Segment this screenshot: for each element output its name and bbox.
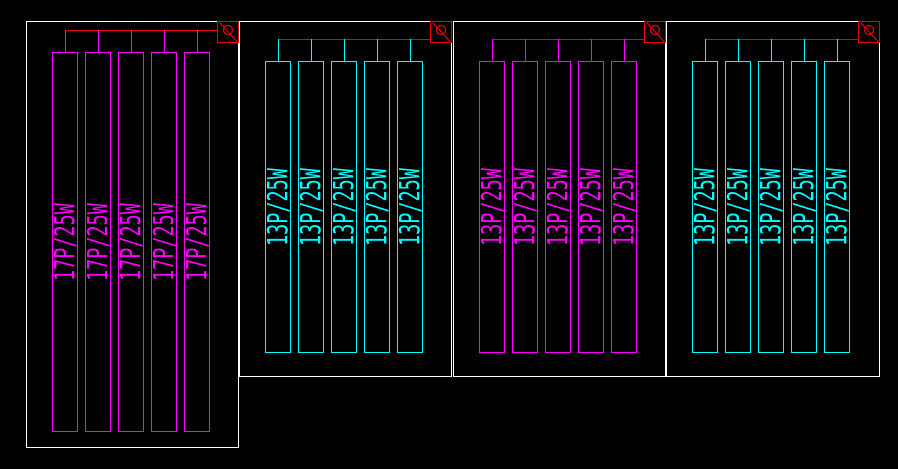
string-drop-wire[interactable] bbox=[624, 39, 625, 61]
pv-string-rect[interactable] bbox=[298, 61, 324, 353]
string-drop-wire[interactable] bbox=[278, 39, 279, 61]
pv-string-rect[interactable] bbox=[758, 61, 784, 353]
string-drop-wire[interactable] bbox=[771, 39, 772, 61]
string-drop-wire[interactable] bbox=[197, 30, 198, 52]
circle-slash-icon bbox=[860, 22, 879, 42]
string-drop-wire[interactable] bbox=[804, 39, 805, 61]
pv-string-rect[interactable] bbox=[692, 61, 718, 353]
bus-wire[interactable] bbox=[65, 30, 217, 31]
string-drop-wire[interactable] bbox=[65, 30, 66, 52]
string-drop-wire[interactable] bbox=[558, 39, 559, 61]
pv-string-rect[interactable] bbox=[512, 61, 538, 353]
pv-string-rect[interactable] bbox=[397, 61, 423, 353]
string-drop-wire[interactable] bbox=[591, 39, 592, 61]
array-boundary-box[interactable] bbox=[239, 21, 452, 377]
string-drop-wire[interactable] bbox=[738, 39, 739, 61]
meter-symbol[interactable] bbox=[644, 21, 666, 43]
meter-symbol[interactable] bbox=[858, 21, 880, 43]
meter-symbol[interactable] bbox=[217, 21, 239, 43]
string-drop-wire[interactable] bbox=[164, 30, 165, 52]
array-boundary-box[interactable] bbox=[26, 21, 239, 448]
string-drop-wire[interactable] bbox=[131, 30, 132, 52]
pv-string-rect[interactable] bbox=[791, 61, 817, 353]
pv-string-rect[interactable] bbox=[184, 52, 210, 432]
pv-string-rect[interactable] bbox=[118, 52, 144, 432]
meter-symbol[interactable] bbox=[430, 21, 452, 43]
pv-string-rect[interactable] bbox=[364, 61, 390, 353]
bus-wire[interactable] bbox=[492, 39, 644, 40]
pv-string-rect[interactable] bbox=[52, 52, 78, 432]
string-drop-wire[interactable] bbox=[705, 39, 706, 61]
array-boundary-box[interactable] bbox=[666, 21, 880, 377]
string-drop-wire[interactable] bbox=[492, 39, 493, 61]
array-boundary-box[interactable] bbox=[453, 21, 666, 377]
bus-wire[interactable] bbox=[705, 39, 858, 40]
pv-string-rect[interactable] bbox=[479, 61, 505, 353]
string-drop-wire[interactable] bbox=[410, 39, 411, 61]
string-drop-wire[interactable] bbox=[837, 39, 838, 61]
string-drop-wire[interactable] bbox=[525, 39, 526, 61]
string-drop-wire[interactable] bbox=[344, 39, 345, 61]
string-drop-wire[interactable] bbox=[98, 30, 99, 52]
circle-slash-icon bbox=[646, 22, 665, 42]
pv-string-rect[interactable] bbox=[824, 61, 850, 353]
pv-string-rect[interactable] bbox=[578, 61, 604, 353]
circle-slash-icon bbox=[219, 22, 238, 42]
string-drop-wire[interactable] bbox=[377, 39, 378, 61]
pv-string-rect[interactable] bbox=[545, 61, 571, 353]
pv-string-rect[interactable] bbox=[151, 52, 177, 432]
string-drop-wire[interactable] bbox=[311, 39, 312, 61]
bus-wire[interactable] bbox=[278, 39, 430, 40]
pv-string-rect[interactable] bbox=[265, 61, 291, 353]
pv-string-rect[interactable] bbox=[331, 61, 357, 353]
pv-string-rect[interactable] bbox=[85, 52, 111, 432]
circle-slash-icon bbox=[432, 22, 451, 42]
pv-string-rect[interactable] bbox=[725, 61, 751, 353]
pv-string-rect[interactable] bbox=[611, 61, 637, 353]
